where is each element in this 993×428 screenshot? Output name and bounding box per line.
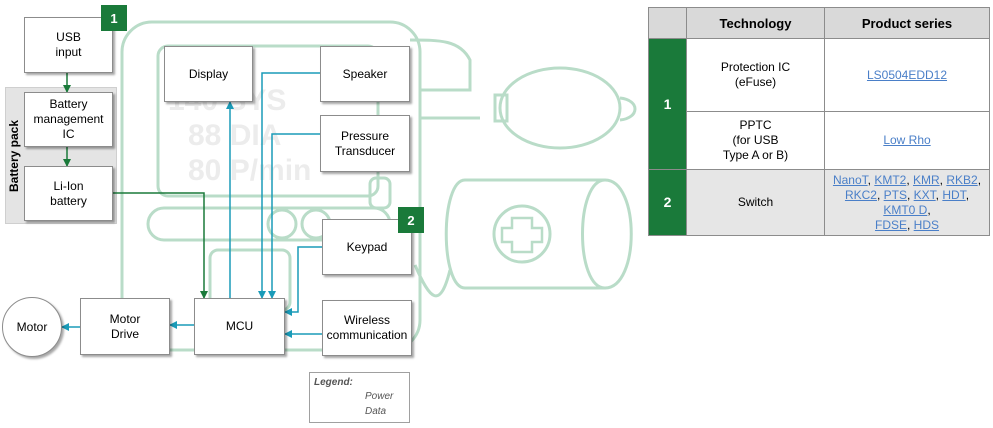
technology-cell: Switch (686, 169, 825, 236)
data-transducer-to-mcu (268, 133, 320, 299)
products-cell: Low Rho (824, 111, 990, 170)
product-link-ls0504edd12[interactable]: LS0504EDD12 (866, 67, 948, 82)
hose-lower (413, 264, 452, 298)
keypad-block: Keypad (322, 219, 412, 275)
bulb-valve (619, 96, 637, 122)
product-link-low-rho[interactable]: Low Rho (883, 133, 931, 147)
product-link[interactable]: KMT2 (874, 172, 907, 187)
badge-2-keypad: 2 (398, 207, 424, 233)
mcu-block: MCU (194, 298, 285, 355)
group-number-2: 2 (648, 169, 687, 236)
motor-block: Motor (2, 297, 62, 357)
wireless-block: Wireless communication (322, 300, 412, 356)
products-cell: LS0504EDD12 (824, 38, 990, 112)
display-block: Display (164, 46, 253, 102)
technology-cell: PPTC (for USB Type A or B) (686, 111, 825, 170)
product-link[interactable]: FDSE (874, 217, 907, 232)
products-cell: NanoT, KMT2, KMR, RKB2, RKC2, PTS, KXT, … (824, 169, 990, 236)
liion-battery-block: Li-Ion battery (24, 166, 113, 221)
data-keypad-to-mcu (284, 246, 322, 316)
product-link[interactable]: RKB2 (946, 172, 978, 187)
data-lines (61, 72, 357, 418)
table-row: 1 Protection IC (eFuse) LS0504EDD12 (648, 38, 990, 170)
usb-input-block: USB input (24, 17, 113, 73)
table-row: 2 Switch NanoT, KMT2, KMR, RKB2, RKC2, P… (648, 169, 990, 236)
pressure-transducer-block: Pressure Transducer (320, 115, 410, 172)
legend-power-label: Power (365, 391, 394, 402)
cuff-emblem-cross (500, 216, 544, 254)
technology-table: Technology Product series 1 Protection I… (648, 7, 990, 236)
header-product-series: Product series (824, 7, 990, 39)
readout-line3: 80 P/min (188, 154, 311, 187)
battery-management-block: Battery management IC (24, 92, 113, 147)
speaker-block: Speaker (320, 46, 410, 102)
product-link[interactable]: HDT (942, 187, 966, 202)
header-technology: Technology (686, 7, 825, 39)
bulb-outline (498, 66, 622, 150)
hose-upper (409, 38, 480, 120)
cuff-emblem-circle (492, 204, 552, 264)
product-link[interactable]: KMR (913, 172, 940, 187)
header-number (648, 7, 687, 39)
table-row: PPTC (for USB Type A or B) Low Rho (649, 111, 990, 170)
legend: Legend: Power Data (309, 372, 410, 423)
cuff-outline (444, 178, 633, 290)
group-number-1: 1 (648, 38, 687, 170)
product-link[interactable]: HDS (913, 217, 940, 232)
motor-drive-block: Motor Drive (80, 298, 170, 355)
device-button-1 (266, 208, 298, 240)
badge-1-usb: 1 (101, 5, 127, 31)
device-side-knob (368, 176, 392, 210)
legend-data-label: Data (365, 406, 387, 417)
product-link[interactable]: NanoT (832, 172, 868, 187)
product-link[interactable]: KXT (913, 187, 936, 202)
product-link[interactable]: PTS (883, 187, 907, 202)
product-link[interactable]: RKC2 (844, 187, 877, 202)
cuff-edge (581, 178, 606, 290)
technology-cell: Protection IC (eFuse) (686, 38, 825, 112)
readout-line2: 88 DIA (188, 119, 281, 152)
product-link[interactable]: KMT0 D (883, 202, 928, 217)
legend-title: Legend: (314, 377, 353, 388)
data-speaker-to-mcu (258, 72, 320, 299)
power-battery-to-mcu (112, 192, 208, 299)
bulb-connector (493, 93, 509, 123)
